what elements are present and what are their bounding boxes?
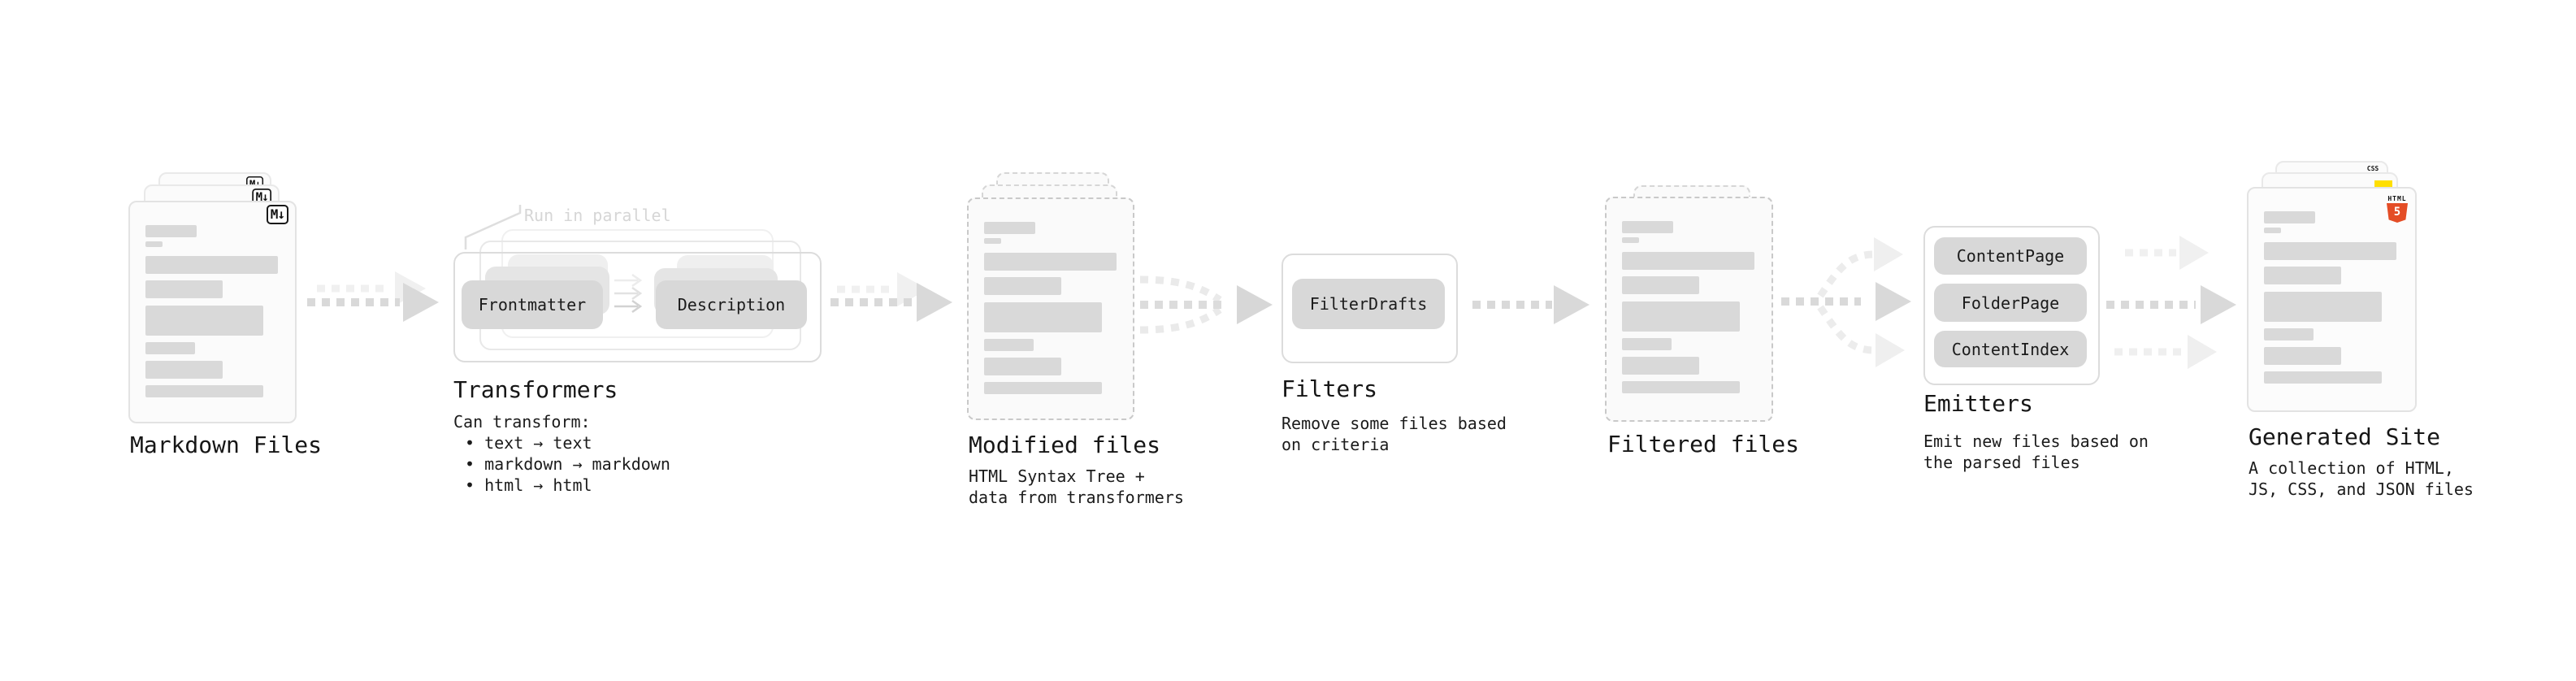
site-file-card-html: HTML 5 [2247, 187, 2417, 412]
text-line-bar [1622, 221, 1673, 233]
filters-panel [1281, 254, 1458, 363]
arrow-filters-to-filtered [1472, 285, 1589, 324]
text-line-bar [1622, 338, 1672, 350]
text-line-bar [145, 241, 163, 247]
text-line-bar [2264, 267, 2341, 284]
text-line-bar [145, 342, 195, 354]
arrow-markdown-to-transformers [307, 271, 439, 322]
run-in-parallel-note: Run in parallel [524, 206, 671, 225]
text-line-bar [984, 382, 1102, 394]
transformers-panel-front [453, 252, 822, 362]
markdown-file-card-front: M↓ [128, 201, 297, 423]
description-line: JS, CSS, and JSON files [2249, 479, 2474, 499]
emitters-description: Emit new files based on the parsed files [1923, 431, 2149, 473]
text-line-bar [2264, 371, 2382, 384]
modified-files-title: Modified files [969, 432, 1161, 458]
transformers-description: Can transform: • text → text • markdown … [453, 411, 670, 496]
text-line-bar [984, 222, 1035, 234]
description-line: Remove some files based [1281, 414, 1507, 433]
emitter-pill-contentindex: ContentIndex [1934, 331, 2087, 367]
arrow-transformers-to-modified [830, 272, 952, 322]
filters-title: Filters [1281, 375, 1378, 402]
filters-description: Remove some files based on criteria [1281, 413, 1507, 455]
bullet-line: • text → text [465, 433, 592, 453]
text-line-bar [145, 256, 278, 274]
text-line-bar [145, 280, 223, 298]
css-icon-label: CSS [2366, 165, 2379, 172]
description-line: HTML Syntax Tree + [969, 466, 1145, 486]
parallel-callout-line [464, 205, 522, 249]
text-line-bar [984, 253, 1117, 271]
text-line-bar [984, 339, 1034, 351]
filter-pill-filterdrafts: FilterDrafts [1292, 279, 1445, 329]
doc-content-placeholder [1607, 198, 1772, 420]
description-line: Emit new files based on [1923, 432, 2149, 451]
transformer-pill-frontmatter: Frontmatter [462, 280, 603, 329]
text-line-bar [145, 225, 197, 237]
emitter-pill-contentpage: ContentPage [1934, 237, 2087, 275]
text-line-bar [145, 306, 263, 336]
text-line-bar [1622, 237, 1639, 243]
arrow-filtered-to-emitters [1781, 237, 1911, 367]
filtered-files-title: Filtered files [1607, 431, 1800, 458]
text-line-bar [984, 358, 1061, 375]
pill-flow-arrows [614, 273, 643, 314]
transformer-pill-description: Description [656, 280, 807, 329]
description-line: data from transformers [969, 488, 1184, 507]
markdown-icon: M↓ [266, 205, 288, 224]
description-line: on criteria [1281, 435, 1390, 454]
emitters-title: Emitters [1923, 390, 2033, 417]
html5-icon-shield: 5 [2387, 203, 2408, 223]
text-line-bar [2264, 292, 2382, 322]
emitters-panel [1923, 226, 2100, 385]
text-line-bar [984, 302, 1102, 332]
filtered-file-card-front [1605, 197, 1773, 422]
doc-content-placeholder [130, 202, 295, 422]
text-line-bar [2264, 211, 2315, 223]
modified-files-description: HTML Syntax Tree + data from transformer… [969, 466, 1184, 508]
emitter-pill-folderpage: FolderPage [1934, 284, 2087, 322]
generated-site-title: Generated Site [2249, 423, 2441, 450]
bullet-line: • markdown → markdown [465, 454, 670, 474]
text-line-bar [984, 277, 1061, 295]
generated-site-description: A collection of HTML, JS, CSS, and JSON … [2249, 458, 2474, 500]
html5-icon-label: HTML [2387, 195, 2407, 202]
modified-file-card-front [967, 197, 1134, 420]
arrow-modified-to-filters [1139, 275, 1273, 334]
transformers-title: Transformers [453, 376, 618, 403]
markdown-files-title: Markdown Files [130, 432, 323, 458]
text-line-bar [2264, 328, 2314, 340]
text-line-bar [2264, 242, 2396, 260]
html5-icon: HTML 5 [2383, 195, 2412, 223]
text-line-bar [2264, 347, 2341, 365]
js-icon [2374, 180, 2392, 189]
text-line-bar [145, 361, 223, 379]
bullet-line: • html → html [465, 475, 592, 495]
text-line-bar [2264, 228, 2281, 233]
text-line-bar [1622, 357, 1699, 375]
text-line-bar [145, 385, 263, 397]
text-line-bar [1622, 301, 1740, 332]
text-line-bar [1622, 381, 1740, 393]
description-line: the parsed files [1923, 453, 2080, 472]
doc-content-placeholder [2249, 189, 2415, 410]
arrow-emitters-to-site [2106, 236, 2236, 369]
text-line-bar [984, 238, 1001, 244]
text-line-bar [1622, 276, 1699, 294]
description-line: Can transform: [453, 412, 591, 432]
text-line-bar [1622, 252, 1754, 270]
doc-content-placeholder [969, 199, 1133, 419]
description-line: A collection of HTML, [2249, 458, 2454, 478]
